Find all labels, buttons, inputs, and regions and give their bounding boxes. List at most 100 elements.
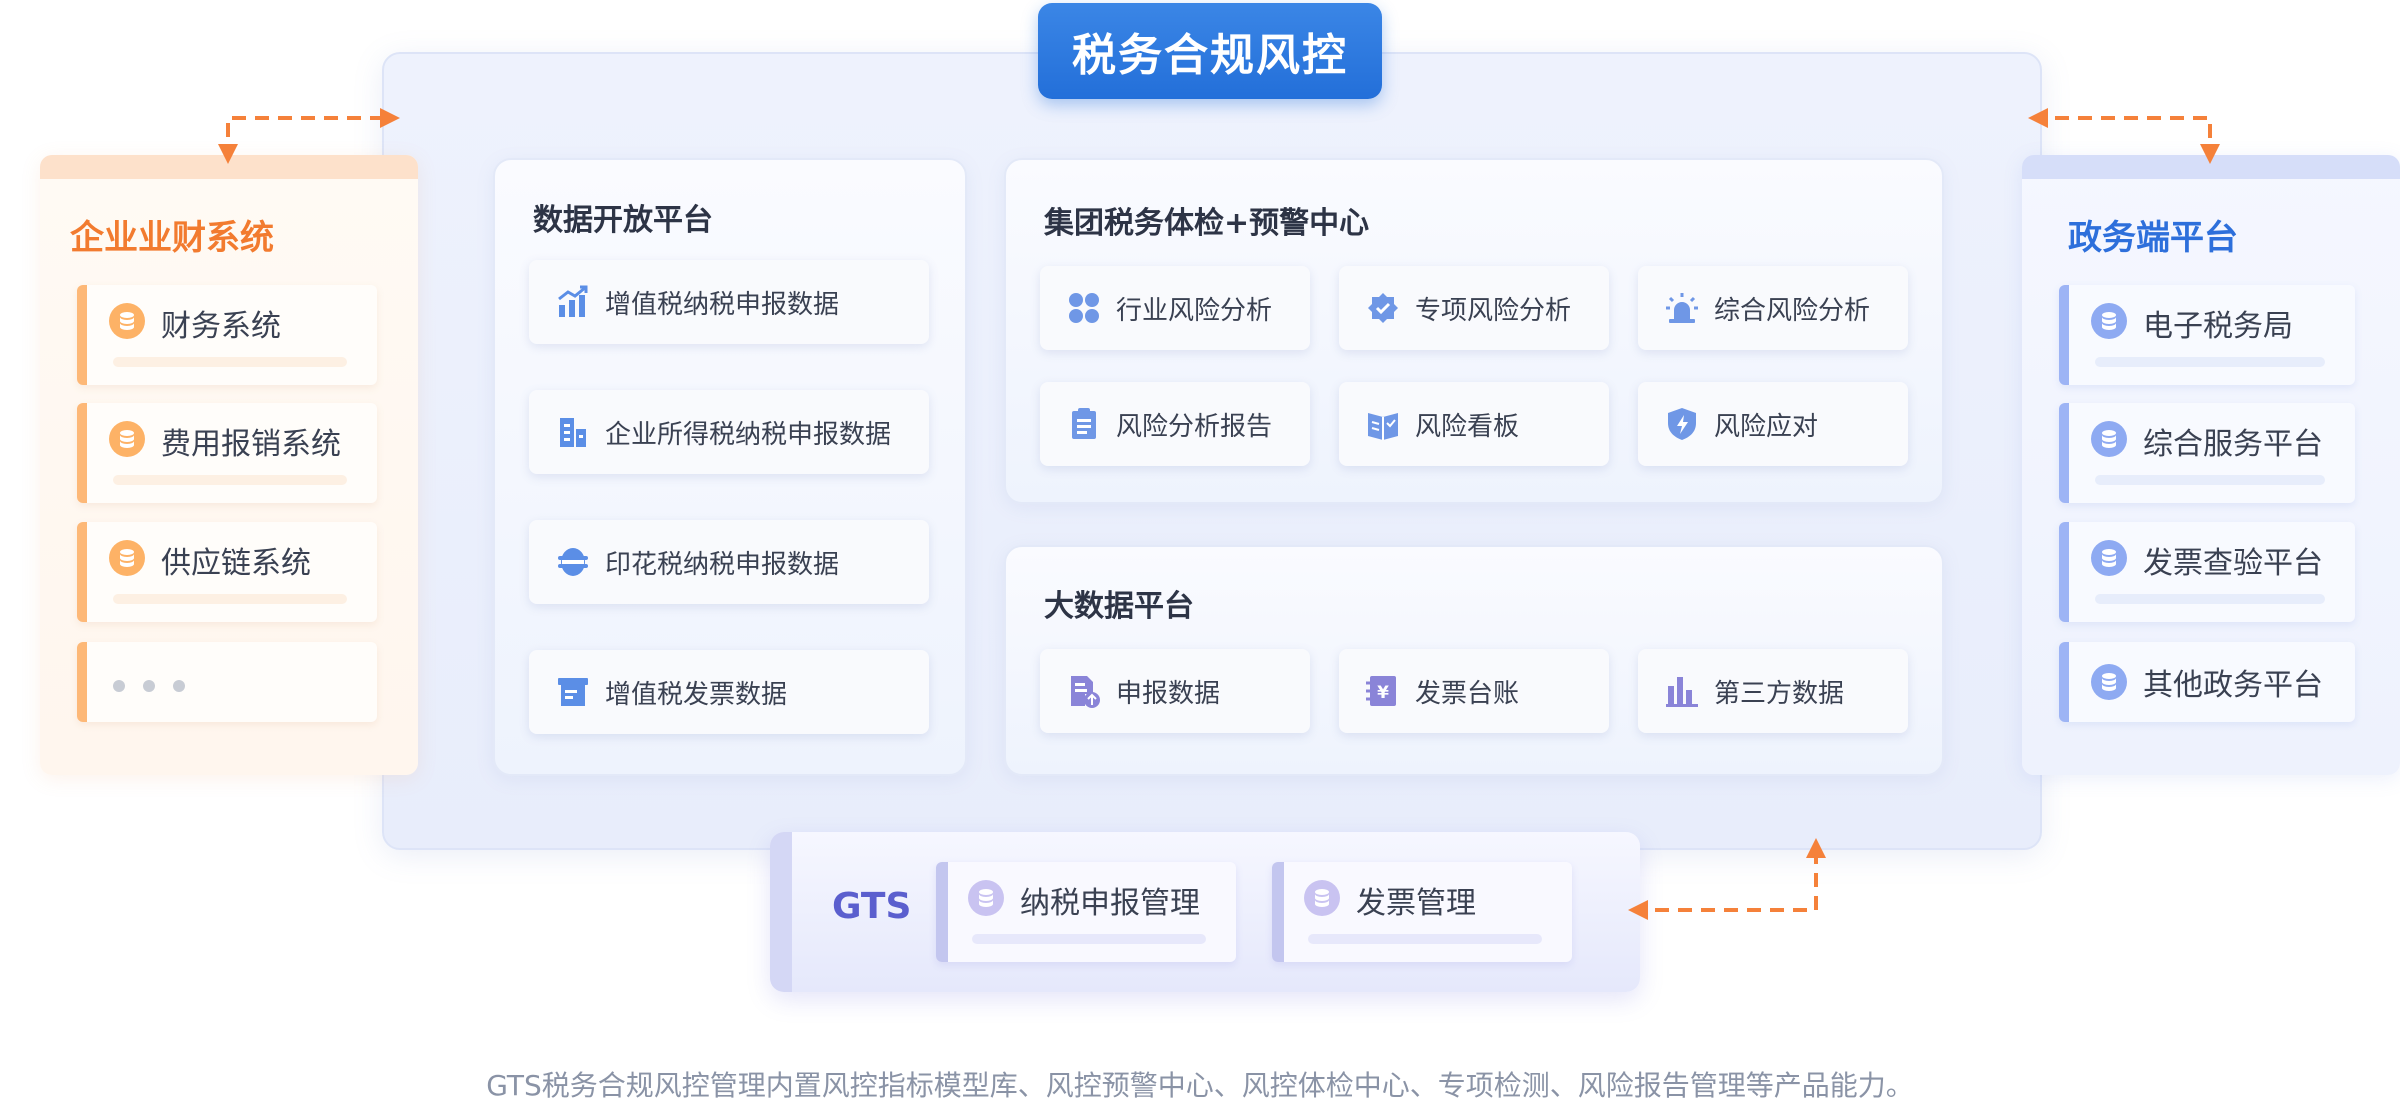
file-upload-icon	[1066, 673, 1102, 709]
enterprise-item-more[interactable]	[77, 642, 377, 722]
government-platform-panel: 政务端平台 电子税务局 综合服务平台 发票查验平台 其他政务平台	[2022, 155, 2400, 775]
database-icon	[2091, 303, 2127, 339]
placeholder-line	[113, 475, 347, 485]
enterprise-connector	[218, 108, 400, 164]
government-connector	[2028, 108, 2220, 164]
bigdata-item-third-party[interactable]: 第三方数据	[1638, 649, 1908, 733]
grid-icon	[1066, 290, 1102, 326]
checkup-item-label: 专项风险分析	[1415, 295, 1572, 326]
enterprise-item-supply-chain[interactable]: 供应链系统	[77, 522, 377, 622]
checkup-item-label: 风险分析报告	[1116, 411, 1273, 442]
database-icon	[2091, 540, 2127, 576]
item-accent-bar	[77, 285, 87, 385]
checkup-item-label: 行业风险分析	[1116, 295, 1273, 326]
shield-bolt-icon	[1664, 406, 1700, 442]
item-accent-bar	[77, 642, 87, 722]
item-accent-bar	[77, 522, 87, 622]
main-title: 税务合规风控	[1038, 3, 1382, 99]
clipboard-icon	[1066, 406, 1102, 442]
checkup-item-response[interactable]: 风险应对	[1638, 382, 1908, 466]
placeholder-line	[2095, 475, 2325, 485]
item-accent-bar	[2059, 403, 2069, 503]
rising-chart-icon	[555, 284, 591, 320]
item-accent-bar	[2059, 285, 2069, 385]
alarm-icon	[1664, 290, 1700, 326]
checkup-item-label: 综合风险分析	[1714, 295, 1871, 326]
svg-text:¥: ¥	[1377, 683, 1389, 703]
database-icon	[109, 540, 145, 576]
gts-name: GTS	[832, 886, 912, 927]
government-item-label: 发票查验平台	[2143, 546, 2323, 581]
ellipsis-icon	[113, 680, 185, 692]
bigdata-item-declaration[interactable]: 申报数据	[1040, 649, 1310, 733]
item-accent-bar	[1272, 862, 1284, 962]
data-open-item-stamp-tax[interactable]: 印花税纳税申报数据	[529, 520, 929, 604]
placeholder-line	[2095, 594, 2325, 604]
data-open-item-label: 增值税发票数据	[605, 679, 788, 710]
chip-check-icon	[1365, 290, 1401, 326]
data-open-item-label: 印花税纳税申报数据	[605, 549, 840, 580]
yen-ledger-icon: ¥	[1365, 673, 1401, 709]
data-open-platform-panel: 数据开放平台 增值税纳税申报数据 企业所得税纳税申报数据 印花税纳税申报数据 增…	[493, 158, 967, 776]
caption: GTS税务合规风控管理内置风控指标模型库、风控预警中心、风控体检中心、专项检测、…	[486, 1069, 1914, 1100]
item-accent-bar	[77, 403, 87, 503]
building-icon	[555, 414, 591, 450]
database-icon	[2091, 421, 2127, 457]
panel-top-bar	[2022, 155, 2400, 179]
checkup-item-comprehensive[interactable]: 综合风险分析	[1638, 266, 1908, 350]
enterprise-item-label: 供应链系统	[161, 546, 311, 581]
database-icon	[1304, 880, 1340, 916]
checkup-item-special[interactable]: 专项风险分析	[1339, 266, 1609, 350]
government-title: 政务端平台	[2068, 218, 2238, 258]
book-icon	[1365, 406, 1401, 442]
bigdata-item-label: 申报数据	[1116, 678, 1221, 709]
bigdata-item-invoice-ledger[interactable]: ¥ 发票台账	[1339, 649, 1609, 733]
data-open-title: 数据开放平台	[533, 203, 713, 238]
big-data-platform-panel: 大数据平台 申报数据 ¥ 发票台账 第三方数据	[1004, 545, 1944, 776]
bigdata-title: 大数据平台	[1044, 589, 1194, 624]
enterprise-item-label: 财务系统	[161, 309, 281, 344]
checkup-item-label: 风险看板	[1415, 411, 1520, 442]
checkup-item-report[interactable]: 风险分析报告	[1040, 382, 1310, 466]
item-accent-bar	[2059, 522, 2069, 622]
placeholder-line	[113, 594, 347, 604]
gts-accent-bar	[770, 832, 792, 992]
data-open-item-vat[interactable]: 增值税纳税申报数据	[529, 260, 929, 344]
government-item-service-platform[interactable]: 综合服务平台	[2059, 403, 2355, 503]
enterprise-title: 企业业财系统	[70, 218, 274, 258]
database-icon	[968, 880, 1004, 916]
enterprise-item-label: 费用报销系统	[161, 427, 341, 462]
government-item-invoice-verify[interactable]: 发票查验平台	[2059, 522, 2355, 622]
placeholder-line	[1308, 934, 1542, 944]
government-item-label: 其他政务平台	[2143, 668, 2323, 703]
data-open-item-label: 增值税纳税申报数据	[605, 289, 840, 320]
gts-connector	[1628, 838, 1826, 920]
government-item-e-tax-bureau[interactable]: 电子税务局	[2059, 285, 2355, 385]
item-accent-bar	[936, 862, 948, 962]
enterprise-item-finance[interactable]: 财务系统	[77, 285, 377, 385]
data-open-item-vat-invoice[interactable]: 增值税发票数据	[529, 650, 929, 734]
panel-top-bar	[40, 155, 418, 179]
enterprise-item-expense[interactable]: 费用报销系统	[77, 403, 377, 503]
placeholder-line	[113, 357, 347, 367]
gts-item-tax-declaration[interactable]: 纳税申报管理	[936, 862, 1236, 962]
placeholder-line	[972, 934, 1206, 944]
database-icon	[109, 303, 145, 339]
database-icon	[2091, 664, 2127, 700]
stamp-icon	[555, 544, 591, 580]
checkup-title: 集团税务体检+预警中心	[1044, 206, 1370, 241]
gts-item-invoice-management[interactable]: 发票管理	[1272, 862, 1572, 962]
bigdata-item-label: 发票台账	[1415, 678, 1520, 709]
placeholder-line	[2095, 357, 2325, 367]
checkup-item-label: 风险应对	[1714, 411, 1819, 442]
checkup-item-industry[interactable]: 行业风险分析	[1040, 266, 1310, 350]
government-item-other[interactable]: 其他政务平台	[2059, 642, 2355, 722]
data-open-item-income-tax[interactable]: 企业所得税纳税申报数据	[529, 390, 929, 474]
gts-item-label: 纳税申报管理	[1020, 886, 1200, 921]
enterprise-systems-panel: 企业业财系统 财务系统 费用报销系统 供应链系统	[40, 155, 418, 775]
bigdata-item-label: 第三方数据	[1714, 678, 1845, 709]
checkup-warning-panel: 集团税务体检+预警中心 行业风险分析 专项风险分析 综合风险分析 风险分析报告 …	[1004, 158, 1944, 504]
government-item-label: 综合服务平台	[2143, 427, 2323, 462]
checkup-item-dashboard[interactable]: 风险看板	[1339, 382, 1609, 466]
item-accent-bar	[2059, 642, 2069, 722]
